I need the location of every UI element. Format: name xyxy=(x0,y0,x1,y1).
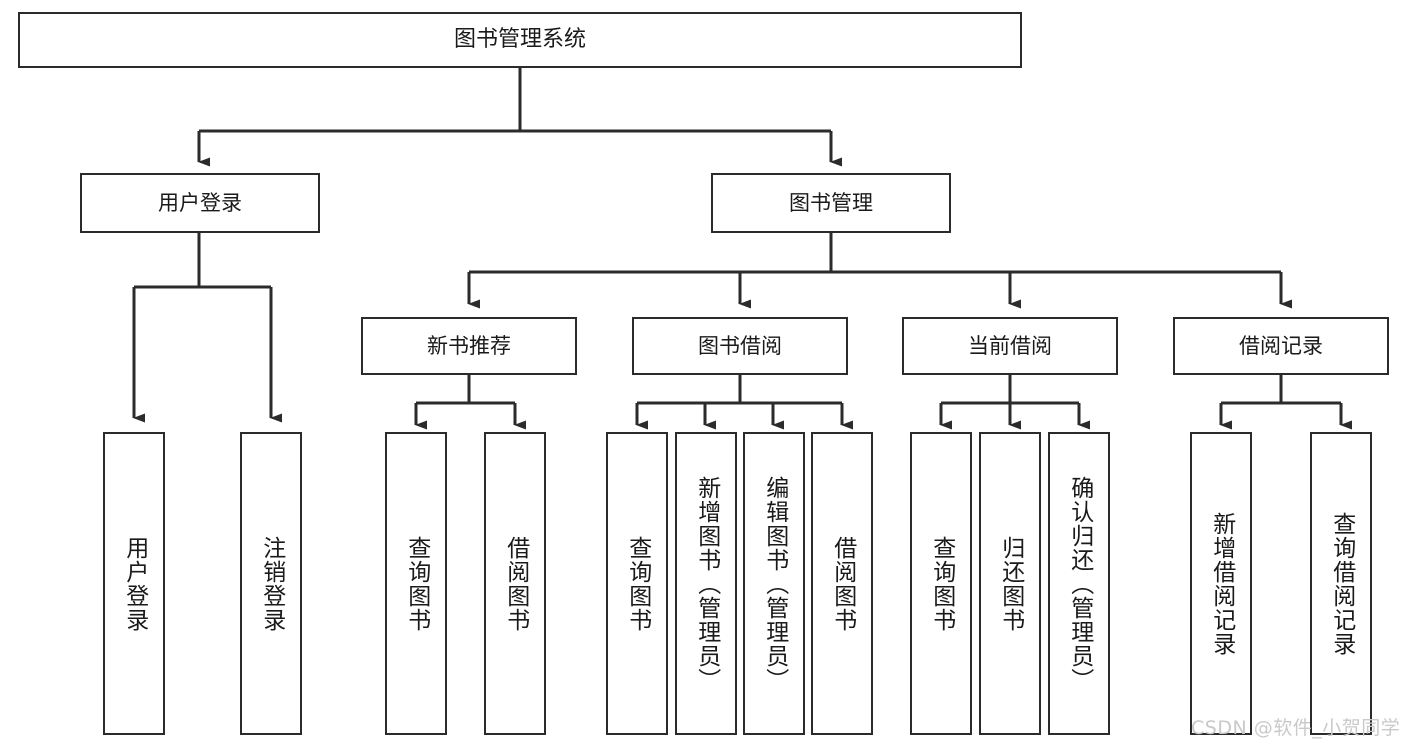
leaf-logout-login[interactable]: 注销登录 xyxy=(240,432,302,735)
leaf-query-book-recommend[interactable]: 查询图书 xyxy=(385,432,447,735)
node-label: 借阅图书 xyxy=(502,535,529,632)
node-label: 注销登录 xyxy=(258,535,285,632)
node-label: 新书推荐 xyxy=(427,333,511,358)
leaf-query-book-current[interactable]: 查询图书 xyxy=(910,432,972,735)
node-label: 借阅记录 xyxy=(1239,333,1323,358)
node-borrow-record[interactable]: 借阅记录 xyxy=(1173,317,1389,375)
node-label: 当前借阅 xyxy=(968,333,1052,358)
node-label: 借阅图书 xyxy=(829,535,856,632)
node-label: 图书借阅 xyxy=(698,333,782,358)
leaf-return-book[interactable]: 归还图书 xyxy=(979,432,1041,735)
node-label: 查询图书 xyxy=(624,535,651,632)
node-label: 查询图书 xyxy=(403,535,430,632)
leaf-borrow-book-recommend[interactable]: 借阅图书 xyxy=(484,432,546,735)
node-label: 用户登录 xyxy=(158,190,242,215)
leaf-query-book-borrow[interactable]: 查询图书 xyxy=(606,432,668,735)
leaf-add-book[interactable]: 新增图书（管理员） xyxy=(675,432,737,735)
node-label: 归还图书 xyxy=(997,535,1024,632)
node-root-system[interactable]: 图书管理系统 xyxy=(18,12,1022,68)
node-label: 确认归还（管理员） xyxy=(1066,475,1093,692)
node-new-book-recommend[interactable]: 新书推荐 xyxy=(361,317,577,375)
node-label: 查询图书 xyxy=(928,535,955,632)
node-label: 编辑图书（管理员） xyxy=(761,475,788,692)
node-label: 新增借阅记录 xyxy=(1208,511,1235,656)
csdn-watermark: CSDN @软件_小贺同学 xyxy=(1191,717,1401,739)
node-label: 图书管理 xyxy=(789,190,873,215)
leaf-edit-book[interactable]: 编辑图书（管理员） xyxy=(743,432,805,735)
node-user-login[interactable]: 用户登录 xyxy=(80,173,320,233)
node-label: 查询借阅记录 xyxy=(1328,511,1355,656)
leaf-add-borrow-record[interactable]: 新增借阅记录 xyxy=(1190,432,1252,735)
node-label: 用户登录 xyxy=(121,535,148,632)
leaf-borrow-book[interactable]: 借阅图书 xyxy=(811,432,873,735)
leaf-confirm-return[interactable]: 确认归还（管理员） xyxy=(1048,432,1110,735)
leaf-query-borrow-record[interactable]: 查询借阅记录 xyxy=(1310,432,1372,735)
node-label: 图书管理系统 xyxy=(453,27,586,53)
leaf-user-login[interactable]: 用户登录 xyxy=(103,432,165,735)
node-book-manage[interactable]: 图书管理 xyxy=(711,173,951,233)
node-current-borrow[interactable]: 当前借阅 xyxy=(902,317,1118,375)
node-label: 新增图书（管理员） xyxy=(693,475,720,692)
node-book-borrow[interactable]: 图书借阅 xyxy=(632,317,848,375)
